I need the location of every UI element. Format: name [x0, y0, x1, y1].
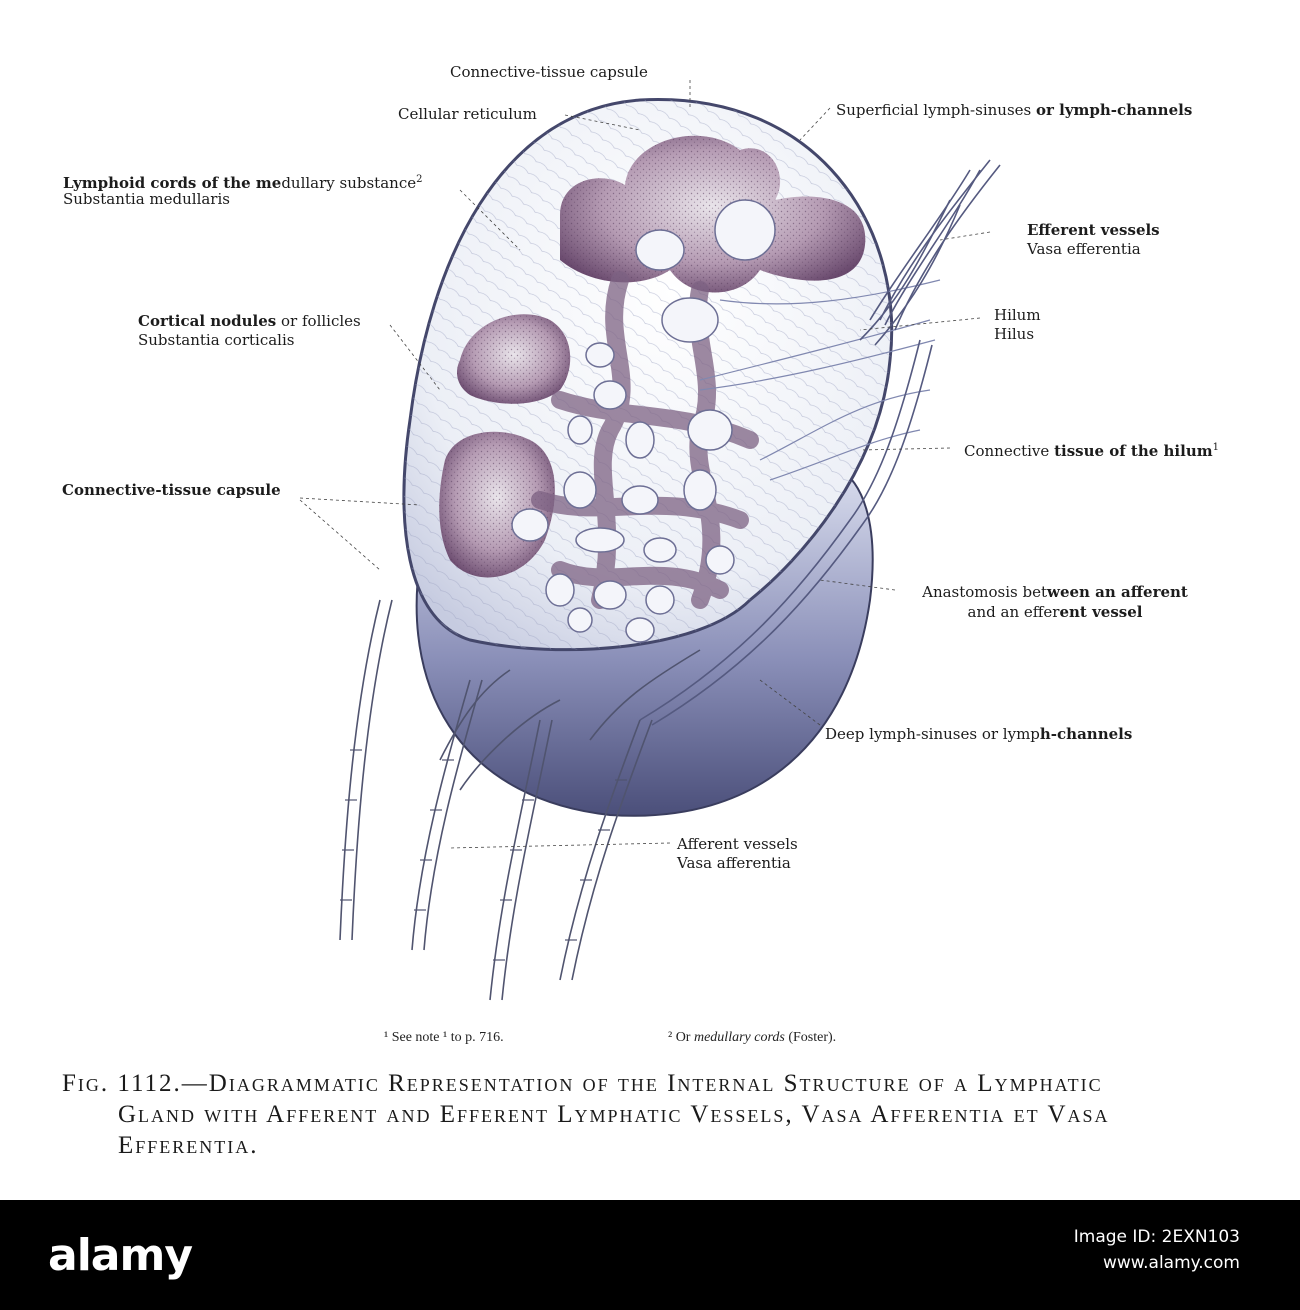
label-connective-tissue-hilum: Connective tissue of the hilum1 — [964, 438, 1219, 461]
label-conn-hilum-part1: Connective — [964, 442, 1054, 460]
label-capsule-left-text: Connective-tissue capsule — [62, 481, 281, 499]
site-url: www.alamy.com — [1074, 1250, 1240, 1276]
label-deep-part2: h-channels — [1040, 725, 1132, 743]
label-cellular-reticulum: Cellular reticulum — [398, 104, 537, 124]
label-afferent-latin: Vasa afferentia — [677, 853, 791, 873]
label-efferent-vessels: Efferent vessels — [1027, 220, 1160, 240]
label-conn-hilum-footnote: 1 — [1213, 442, 1219, 453]
footnote-2-b: medullary cords — [694, 1030, 785, 1045]
footnote-2: ² Or medullary cords (Foster). — [668, 1030, 836, 1046]
label-cortical-nodules: Cortical nodules or follicles — [138, 311, 361, 331]
label-efferent-latin: Vasa efferentia — [1027, 239, 1141, 259]
caption-line-3: Efferentia. — [62, 1130, 1242, 1161]
label-superficial-part2: or lymph-channels — [1036, 101, 1192, 119]
figure-caption: Fig. 1112.—Diagrammatic Representation o… — [62, 1068, 1242, 1161]
label-afferent-vessels: Afferent vessels — [677, 834, 798, 854]
efferent-vessels — [860, 160, 1000, 345]
label-hilum: Hilum — [994, 305, 1041, 325]
label-anastomosis-l2a: and an effer — [968, 603, 1060, 621]
caption-line-2: Gland with Afferent and Efferent Lymphat… — [62, 1099, 1242, 1130]
label-deep-part1: Deep lymph-sinuses or lymp — [825, 725, 1040, 743]
label-lymphoid-part2: dullary substance — [281, 174, 416, 192]
caption-line-1: Fig. 1112.—Diagrammatic Representation o… — [62, 1070, 1103, 1097]
label-anastomosis-l1b: ween an afferent — [1047, 583, 1188, 601]
label-hilus: Hilus — [994, 324, 1034, 344]
lymph-gland-diagram: Connective-tissue capsule Cellular retic… — [0, 0, 1300, 1200]
alamy-logo: alamy — [48, 1230, 192, 1281]
label-cortical-part2: or follicles — [276, 312, 361, 330]
footnote-1: ¹ See note ¹ to p. 716. — [384, 1030, 504, 1046]
label-cortical-part1: Cortical nodules — [138, 312, 276, 330]
label-superficial-part1: Superficial lymph-sinuses — [836, 101, 1036, 119]
label-conn-hilum-part2: tissue of the hilum — [1054, 442, 1213, 460]
label-superficial-sinuses: Superficial lymph-sinuses or lymph-chann… — [836, 100, 1192, 120]
label-lymphoid-footnote: 2 — [416, 174, 422, 185]
label-deep-sinuses: Deep lymph-sinuses or lymph-channels — [825, 724, 1132, 744]
label-cortical-latin: Substantia corticalis — [138, 330, 294, 350]
label-anastomosis: Anastomosis between an afferent and an e… — [900, 582, 1210, 622]
label-lymphoid-latin: Substantia medullaris — [63, 189, 230, 209]
label-efferent-english: Efferent vessels — [1027, 221, 1160, 239]
stock-image-info: Image ID: 2EXN103 www.alamy.com — [1074, 1224, 1240, 1276]
stock-footer-bar: alamy Image ID: 2EXN103 www.alamy.com — [0, 1200, 1300, 1310]
label-capsule-left: Connective-tissue capsule — [62, 480, 281, 500]
footnote-2-a: ² Or — [668, 1030, 694, 1045]
footnote-2-c: (Foster). — [785, 1030, 836, 1045]
label-capsule-top: Connective-tissue capsule — [450, 62, 648, 82]
image-id: Image ID: 2EXN103 — [1074, 1224, 1240, 1250]
label-anastomosis-l2b: ent vessel — [1059, 603, 1142, 621]
label-anastomosis-l1a: Anastomosis bet — [922, 583, 1047, 601]
